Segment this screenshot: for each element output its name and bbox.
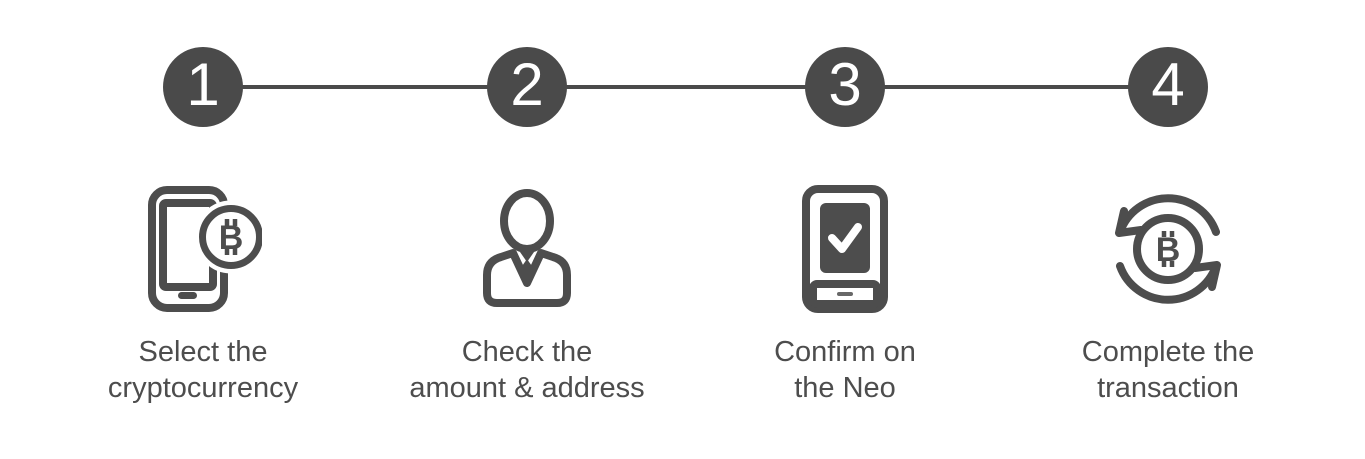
step-2: 2 Check the amount & address — [362, 0, 692, 459]
caption-line: transaction — [1097, 372, 1239, 404]
step-4-icon-wrap: B — [1003, 183, 1333, 315]
step-number: 2 — [510, 51, 544, 118]
caption-line: Complete the — [1081, 336, 1255, 368]
caption-line: the Neo — [794, 372, 896, 404]
step-3: 3 Confirm on the Neo — [680, 0, 1010, 459]
step-number: 1 — [186, 51, 220, 118]
step-3-number-badge: 3 — [805, 47, 885, 127]
step-2-caption: Check the amount & address — [362, 334, 692, 406]
businessman-icon — [483, 189, 571, 307]
step-1-number-badge: 1 — [163, 47, 243, 127]
device-checkmark-icon — [802, 185, 888, 313]
step-4: 4 B Complete the transaction — [1003, 0, 1333, 459]
step-2-icon-wrap — [362, 183, 692, 315]
step-number: 4 — [1151, 51, 1185, 118]
caption-line: Check the — [461, 336, 593, 368]
step-1: 1 B Select the cryptocurrency — [38, 0, 368, 459]
step-1-caption: Select the cryptocurrency — [38, 334, 368, 406]
step-4-number-badge: 4 — [1128, 47, 1208, 127]
caption-line: Confirm on — [774, 336, 916, 368]
bitcoin-refresh-icon: B — [1115, 194, 1221, 304]
smartphone-bitcoin-icon: B — [148, 186, 262, 312]
step-3-icon-wrap — [680, 183, 1010, 315]
connector-line — [203, 85, 1168, 89]
step-1-icon-wrap: B — [38, 183, 368, 315]
svg-text:B: B — [1156, 231, 1181, 269]
caption-line: Select the — [138, 336, 268, 368]
step-4-caption: Complete the transaction — [1003, 334, 1333, 406]
svg-text:B: B — [219, 219, 244, 257]
caption-line: cryptocurrency — [107, 372, 299, 404]
step-3-caption: Confirm on the Neo — [680, 334, 1010, 406]
step-number: 3 — [828, 51, 862, 118]
caption-line: amount & address — [409, 372, 645, 404]
step-2-number-badge: 2 — [487, 47, 567, 127]
